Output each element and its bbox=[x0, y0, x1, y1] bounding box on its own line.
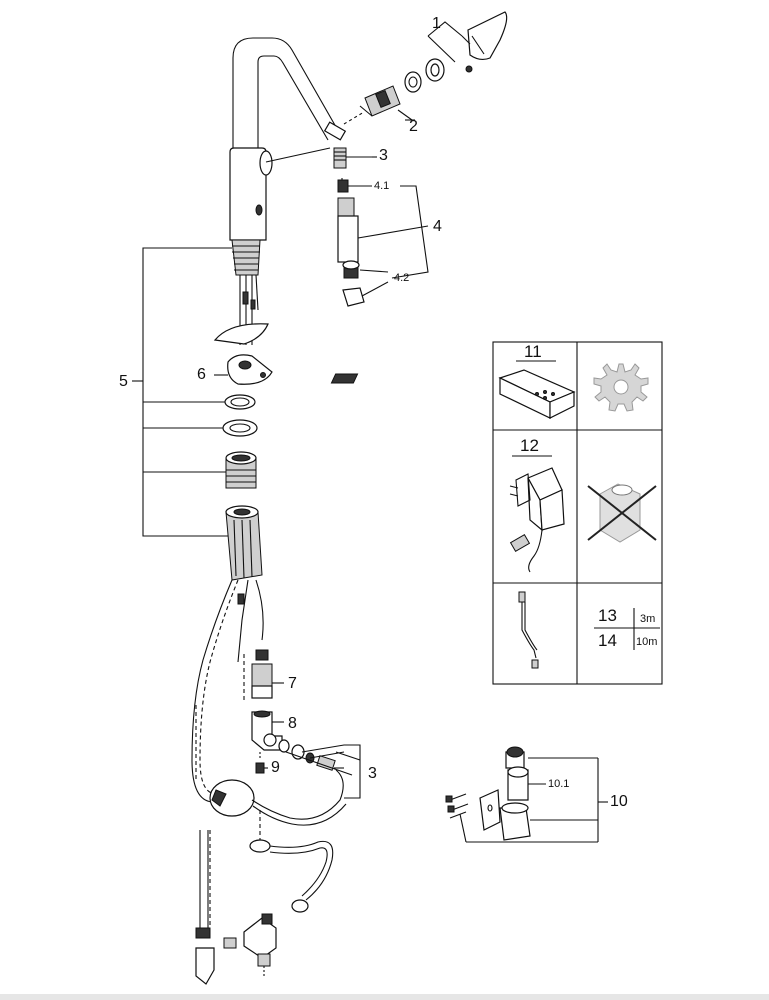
leader-lines bbox=[285, 119, 415, 776]
accessory-table bbox=[492, 341, 663, 685]
callout-4-1: 4.1 bbox=[374, 180, 390, 192]
callout-7: 7 bbox=[288, 675, 297, 692]
accessory-14-length: 10m bbox=[636, 636, 658, 648]
hose-weight bbox=[195, 705, 347, 913]
callout-2: 2 bbox=[409, 118, 418, 135]
faucet-body bbox=[229, 147, 331, 345]
callout-3-lower: 3 bbox=[368, 765, 377, 782]
accessory-14-label: 14 bbox=[598, 631, 617, 650]
callout-9: 9 bbox=[271, 759, 280, 776]
callout-4: 4 bbox=[433, 218, 442, 235]
callout-8: 8 bbox=[288, 715, 297, 732]
crossed-out-holder-icon bbox=[587, 483, 657, 543]
part-4-spray-head bbox=[337, 176, 429, 307]
threaded-nut bbox=[225, 451, 257, 489]
page-bottom-edge bbox=[0, 994, 769, 1000]
part-2-cartridge bbox=[343, 58, 445, 125]
callout-10-1: 10.1 bbox=[548, 778, 570, 790]
gear-icon bbox=[593, 363, 649, 412]
part-10-holder-kit bbox=[445, 746, 608, 843]
callout-6: 6 bbox=[197, 366, 206, 383]
supply-hoses bbox=[195, 830, 277, 985]
part-9-filter bbox=[255, 752, 268, 774]
faucet-spout bbox=[232, 37, 347, 160]
threaded-shank bbox=[225, 505, 263, 581]
power-adapter-icon bbox=[509, 467, 565, 573]
sensor-remote-icon bbox=[330, 369, 576, 419]
accessory-13-label: 13 bbox=[598, 606, 617, 625]
callout-4-2: 4.2 bbox=[394, 272, 410, 284]
washer-rings bbox=[222, 394, 258, 437]
accessory-13-length: 3m bbox=[640, 613, 656, 625]
callout-3-upper: 3 bbox=[379, 147, 388, 164]
cable-icon bbox=[518, 591, 539, 669]
part-1-lever bbox=[427, 11, 508, 73]
part-3-hose-connector-upper bbox=[333, 147, 372, 169]
callout-5: 5 bbox=[119, 373, 128, 390]
accessory-11-label: 11 bbox=[524, 342, 542, 361]
callout-10: 10 bbox=[610, 793, 628, 810]
part-6-mounting-plate bbox=[213, 323, 273, 385]
accessory-12-label: 12 bbox=[520, 436, 539, 455]
callout-1: 1 bbox=[432, 15, 441, 32]
part-5-bracket bbox=[132, 247, 232, 537]
hose-lines bbox=[191, 579, 264, 803]
part-3-hose-connector-lower bbox=[278, 739, 361, 799]
part-7-adapter bbox=[251, 649, 284, 699]
